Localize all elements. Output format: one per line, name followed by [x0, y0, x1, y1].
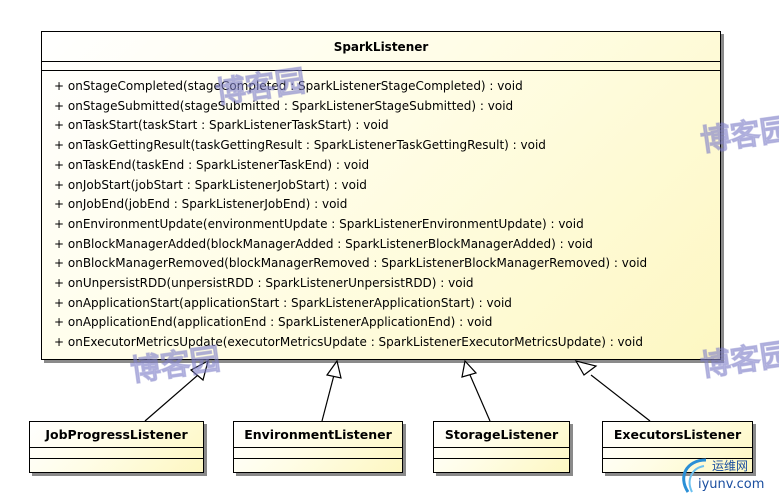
generalization-arrow-icon: [461, 359, 478, 378]
class-attributes-compartment: [30, 448, 203, 459]
sparklistener-class[interactable]: SparkListener + onStageCompleted(stageCo…: [41, 31, 721, 360]
logo-text-cn: 运维网: [712, 459, 749, 473]
operation-item: + onApplicationEnd(applicationEnd : Spar…: [54, 315, 493, 330]
operation-item: + onUnpersistRDD(unpersistRDD : SparkLis…: [54, 276, 474, 291]
class-attributes-compartment: [42, 62, 720, 71]
class-name: JobProgressListener: [30, 422, 203, 448]
generalization-arrow-icon: [574, 360, 598, 376]
generalization-arrow-icon: [189, 359, 209, 382]
operation-item: + onEnvironmentUpdate(environmentUpdate …: [54, 216, 584, 231]
generalization-arrow-icon: [325, 359, 342, 379]
operation-item: + onTaskGettingResult(taskGettingResult …: [54, 138, 546, 153]
operation-item: + onStageCompleted(stageCompleted : Spar…: [54, 79, 523, 93]
inheritance-line-environment: [321, 374, 335, 422]
inheritance-line-jobprogress: [144, 374, 199, 422]
operation-item: + onBlockManagerAdded(blockManagerAdded …: [54, 236, 593, 251]
class-name: SparkListener: [42, 32, 720, 62]
executorslistener-class[interactable]: ExecutorsListener: [602, 421, 753, 473]
class-name: StorageListener: [434, 422, 569, 448]
operation-item: + onBlockManagerRemoved(blockManagerRemo…: [54, 256, 648, 271]
operation-item: + onJobEnd(jobEnd : SparkListenerJobEnd)…: [54, 197, 348, 212]
jobprogresslistener-class[interactable]: JobProgressListener: [29, 421, 204, 473]
class-name: EnvironmentListener: [234, 422, 402, 448]
class-attributes-compartment: [434, 448, 569, 459]
site-logo-icon: [682, 458, 707, 493]
class-name: ExecutorsListener: [603, 422, 752, 448]
class-attributes-compartment: [234, 448, 402, 459]
inheritance-line-executors: [590, 374, 651, 422]
operation-item: + onExecutorMetricsUpdate(executorMetric…: [54, 335, 643, 350]
operation-item: + onStageSubmitted(stageSubmitted : Spar…: [54, 98, 514, 113]
operation-item: + onTaskEnd(taskEnd : SparkListenerTaskE…: [54, 157, 370, 172]
storagelistener-class[interactable]: StorageListener: [433, 421, 570, 473]
operation-item: + onApplicationStart(applicationStart : …: [54, 295, 512, 310]
inheritance-line-storage: [469, 374, 491, 422]
environmentlistener-class[interactable]: EnvironmentListener: [233, 421, 403, 473]
class-operations-compartment: + onStageCompleted(stageCompleted : Spar…: [42, 71, 720, 353]
logo-url: iyunv.com: [698, 477, 765, 492]
operation-item: + onTaskStart(taskStart : SparkListenerT…: [54, 118, 389, 133]
operation-item: + onJobStart(jobStart : SparkListenerJob…: [54, 177, 367, 192]
class-attributes-compartment: [603, 448, 752, 459]
